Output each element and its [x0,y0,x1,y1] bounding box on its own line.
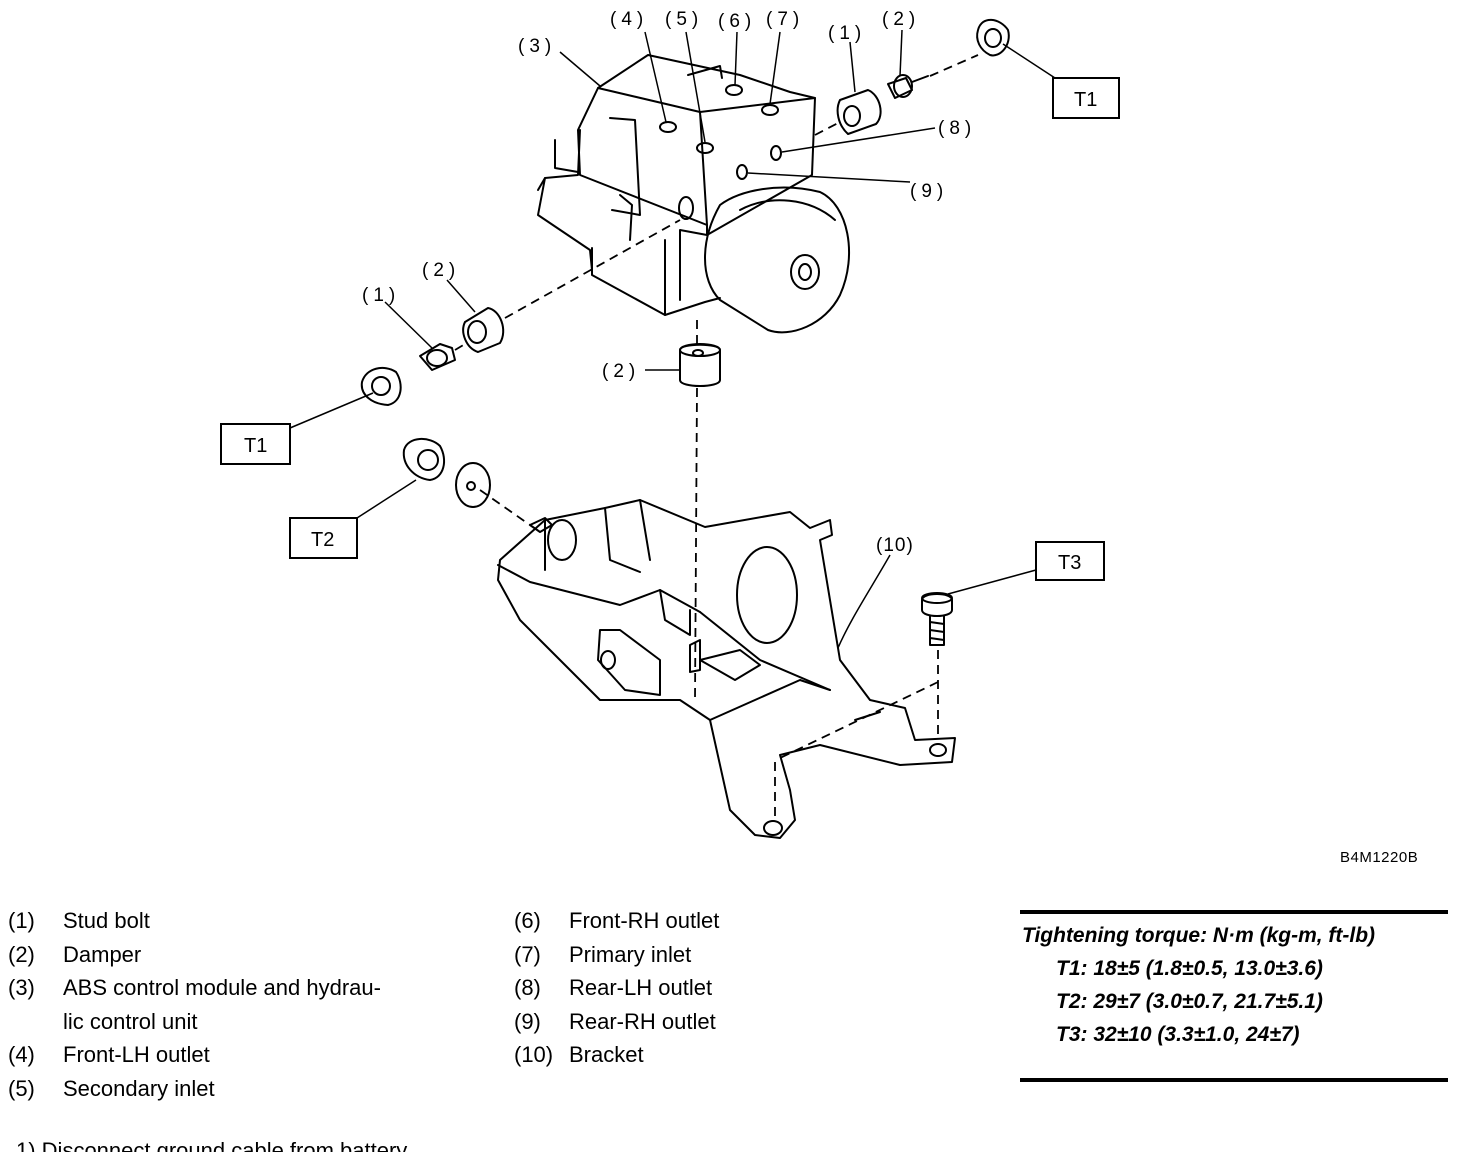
bracket-nut-washer [402,438,553,533]
assembly-lines [454,54,979,820]
torque-t2: T2: 29±7 (3.0±0.7, 21.7±5.1) [1056,990,1323,1013]
callout-4: (4) [610,9,648,30]
legend-item: (6)Front-RH outlet [514,908,720,933]
torque-box-t1-left: T1 [220,423,291,465]
figure-id: B4M1220B [1340,849,1418,866]
legend-item: (3)ABS control module and hydrau- [8,975,381,1000]
callout-2-left: (2) [422,260,460,281]
callout-2-lower: (2) [602,361,640,382]
callout-8: (8) [938,118,976,139]
bracket-bolt [921,592,953,646]
legend-item: (10)Bracket [514,1042,644,1067]
tightening-torque-table: Tightening torque: N·m (kg-m, ft-lb) T1:… [1020,910,1448,1082]
svg-text:T3: T3 [1058,552,1081,574]
leader-lines [289,29,1056,649]
callout-9: (9) [910,181,948,202]
lower-damper [679,343,721,387]
abs-hydraulic-unit [537,54,851,334]
legend-item: (2)Damper [8,941,142,967]
callout-7: (7) [766,9,804,30]
callout-5: (5) [665,9,703,30]
torque-t1: T1: 18±5 (1.8±0.5, 13.0±3.6) [1056,957,1323,980]
legend-item: (5)Secondary inlet [8,1075,215,1101]
legend-item: (7)Primary inlet [514,941,692,967]
torque-heading: Tightening torque: N·m (kg-m, ft-lb) [1022,924,1376,947]
svg-text:T2: T2 [311,529,334,551]
callout-6: (6) [718,11,756,32]
bracket [497,499,956,839]
legend-item: (4)Front-LH outlet [8,1042,210,1067]
callout-1-upper: (1) [828,23,866,44]
legend-item: (1)Stud bolt [8,908,150,933]
legend-middle-column: (6)Front-RH outlet (7)Primary inlet (8)R… [514,904,814,1072]
torque-box-t2: T2 [289,517,358,559]
torque-box-t3: T3 [1035,541,1105,581]
callout-1-left: (1) [362,285,400,306]
callout-10: (10) [876,535,914,556]
legend-item-continuation: lic control unit [63,1008,198,1034]
upper-right-mount [836,18,1010,135]
legend-item: (9)Rear-RH outlet [514,1008,716,1034]
svg-text:T1: T1 [244,435,267,457]
callout-3: (3) [518,36,556,57]
abs-assembly-diagram: (3) (4) (5) (6) (7) (1) (2) (8) (9) (1) … [220,9,1418,866]
left-mount [360,307,505,406]
legend-item: (8)Rear-LH outlet [514,975,713,1000]
legend-left-column: (1)Stud bolt (2)Damper (3)ABS control mo… [8,904,448,1105]
torque-box-t1-upper: T1 [1052,77,1120,119]
procedure-step-cut-off: 1) Disconnect ground cable from battery. [16,1138,412,1152]
callout-2-upper: (2) [882,9,920,30]
torque-t3: T3: 32±10 (3.3±1.0, 24±7) [1056,1023,1300,1046]
svg-text:T1: T1 [1074,89,1097,111]
